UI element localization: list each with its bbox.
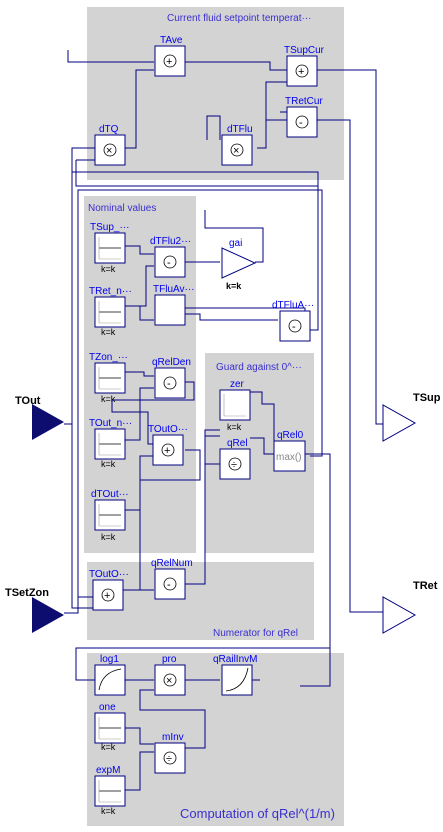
dtq-block[interactable]: dTQ × [94, 124, 126, 166]
qrel0-max-block[interactable]: qRel0 max() [273, 430, 306, 472]
svg-text:×: × [166, 675, 172, 687]
svg-text:qRailInvM: qRailInvM [213, 654, 257, 665]
svg-text:TOutO···: TOutO··· [89, 569, 129, 580]
svg-text:k=k: k=k [101, 532, 116, 542]
svg-text:-: - [299, 117, 303, 129]
svg-text:+: + [164, 445, 170, 457]
svg-text:qRelNum: qRelNum [151, 558, 193, 569]
connection-wires [64, 50, 390, 791]
svg-text:pro: pro [162, 654, 177, 665]
tout-input-port[interactable] [32, 404, 64, 440]
touto-numerator-block[interactable]: TOutO··· + [89, 569, 129, 611]
touto-block[interactable]: TOutO··· + [148, 424, 188, 466]
dtflua-block[interactable]: dTFluA··· - [272, 300, 314, 342]
qrailinvm-block[interactable]: qRailInvM [213, 654, 257, 696]
svg-text:TOut_n···: TOut_n··· [89, 418, 132, 429]
tsup-output-port[interactable] [382, 404, 417, 442]
dtout-nominal-constant[interactable]: dTOut··· k=k [91, 489, 129, 542]
tsup-nominal-constant[interactable]: TSup_··· k=k [90, 222, 129, 274]
svg-text:dTFlu2···: dTFlu2··· [150, 236, 191, 247]
pro-block[interactable]: pro × [154, 654, 186, 696]
qrelnum-block[interactable]: qRelNum - [151, 558, 193, 600]
dtflu2-block[interactable]: dTFlu2··· - [150, 236, 191, 278]
svg-text:-: - [292, 321, 296, 333]
gai-gain-block[interactable]: gai k=k [221, 238, 257, 291]
svg-text:one: one [99, 702, 116, 713]
tave-block[interactable]: TAve + [154, 35, 186, 77]
svg-text:k=k: k=k [101, 327, 116, 337]
tret-output-port[interactable] [382, 596, 417, 634]
qrel-divide-block[interactable]: qRel ÷ [219, 438, 251, 480]
svg-text:-: - [167, 378, 171, 390]
tfluav-block[interactable]: TFluAv··· [153, 284, 194, 326]
group-current-title: Current fluid setpoint temperat··· [167, 13, 312, 24]
dtflu-block[interactable]: dTFlu × [221, 124, 253, 166]
svg-text:expM: expM [96, 765, 120, 776]
svg-text:dTQ: dTQ [99, 124, 119, 135]
log1-block[interactable]: log1 [94, 654, 126, 696]
svg-text:k=k: k=k [101, 459, 116, 469]
tret-nominal-constant[interactable]: TRet_n··· k=k [89, 286, 132, 337]
tzon-nominal-constant[interactable]: TZon_··· k=k [89, 352, 128, 404]
svg-text:dTFluA···: dTFluA··· [272, 300, 314, 311]
svg-text:dTFlu: dTFlu [227, 124, 253, 135]
tretcur-block[interactable]: TRetCur - [285, 96, 323, 138]
svg-text:÷: ÷ [231, 459, 237, 471]
svg-text:k=k: k=k [226, 281, 242, 291]
svg-text:k=k: k=k [101, 742, 116, 752]
svg-text:TZon_···: TZon_··· [89, 352, 128, 363]
qrelden-block[interactable]: qRelDen - [152, 357, 191, 399]
group-current-fluid-setpoint [87, 7, 344, 180]
group-numerator [87, 562, 314, 640]
svg-text:-: - [167, 579, 171, 591]
svg-text:max(): max() [276, 452, 302, 463]
svg-text:qRel0: qRel0 [277, 430, 304, 441]
svg-text:qRelDen: qRelDen [152, 357, 191, 368]
svg-text:gai: gai [229, 238, 242, 249]
one-constant[interactable]: one k=k [94, 702, 126, 752]
svg-text:TFluAv···: TFluAv··· [153, 284, 194, 295]
svg-text:+: + [104, 590, 110, 602]
svg-text:TRet_n···: TRet_n··· [89, 286, 132, 297]
group-numerator-title: Numerator for qRel [213, 628, 298, 639]
svg-text:k=k: k=k [101, 806, 116, 816]
group-guard-title: Guard against 0^··· [216, 362, 302, 373]
svg-text:k=k: k=k [101, 264, 116, 274]
svg-text:zer: zer [230, 379, 245, 390]
svg-text:TAve: TAve [160, 35, 183, 46]
tret-output-label: TRet [413, 580, 438, 592]
group-computation [87, 653, 344, 826]
svg-text:TSup_···: TSup_··· [90, 222, 129, 233]
svg-text:×: × [233, 145, 239, 157]
svg-text:÷: ÷ [166, 753, 172, 765]
svg-text:mInv: mInv [162, 732, 184, 743]
tout-nominal-constant[interactable]: TOut_n··· k=k [89, 418, 132, 469]
group-computation-title: Computation of qRel^(1/m) [180, 806, 335, 821]
tout-input-label: TOut [15, 395, 41, 407]
minv-block[interactable]: mInv ÷ [154, 732, 186, 774]
svg-text:+: + [298, 66, 304, 78]
svg-text:log1: log1 [100, 654, 119, 665]
tsup-output-label: TSup [413, 392, 441, 404]
tsetzon-input-port[interactable] [32, 597, 64, 633]
expm-constant[interactable]: expM k=k [94, 765, 126, 816]
svg-text:dTOut···: dTOut··· [91, 489, 129, 500]
zer-constant[interactable]: zer k=k [219, 379, 251, 432]
svg-text:qRel: qRel [227, 438, 248, 449]
svg-text:TOutO···: TOutO··· [148, 424, 188, 435]
tsetzon-input-label: TSetZon [5, 587, 49, 599]
group-nominal-title: Nominal values [88, 203, 156, 214]
svg-text:+: + [166, 56, 172, 68]
svg-text:TSupCur: TSupCur [284, 45, 325, 56]
svg-text:TRetCur: TRetCur [285, 96, 323, 107]
svg-text:×: × [106, 145, 112, 157]
svg-text:k=k: k=k [227, 422, 242, 432]
svg-text:k=k: k=k [101, 394, 116, 404]
tsupcur-block[interactable]: TSupCur + [284, 45, 325, 87]
svg-text:-: - [167, 257, 171, 269]
